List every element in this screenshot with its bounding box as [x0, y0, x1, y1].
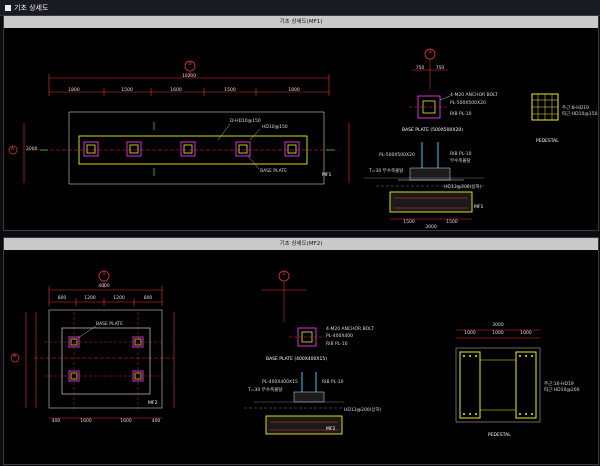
section-note: HD13@200(상하) [444, 185, 482, 190]
section-note: PL-500X500X20 [379, 153, 415, 158]
base-plate-title: BASE PLATE (400X400X15) [266, 357, 327, 362]
window-title: 기초 상세도 [14, 3, 49, 12]
plan-note: BASE PLATE [260, 169, 287, 174]
base-dim: 750 [415, 66, 425, 71]
left-dim-label: 2000 [26, 147, 38, 152]
base-note: PL-500X500X20 [450, 101, 486, 106]
section-note: RIB PL-10 [322, 380, 344, 385]
window-icon [5, 4, 11, 11]
base-note: RIB PL-10 [326, 342, 348, 347]
section-note: HD13@200(상하) [344, 408, 382, 413]
pedestal-note: 주근:16-HD19 [544, 382, 574, 387]
overall-dim-label: 4000 [98, 284, 110, 289]
base-note: 4-M20 ANCHOR BOLT [450, 93, 498, 98]
section-mark: MF2 [326, 427, 336, 432]
seg-dim-label: 1200 [113, 296, 125, 301]
base-callout: ② [427, 50, 433, 55]
seg-dim-label: 1800 [288, 88, 300, 93]
axis-callout: ② [187, 62, 193, 67]
section-dim: 1500 [403, 220, 415, 225]
pedestal-note: 띠근:HD10@150 [562, 112, 598, 117]
section-note: T=30 무수축몰탈 [248, 388, 283, 393]
pedestal-note: 띠근:HD10@200 [544, 388, 580, 393]
seg-dim-label: 1500 [121, 88, 133, 93]
section-note: RIB PL-10 [450, 152, 472, 157]
seg-dim-label: 1800 [68, 88, 80, 93]
base-note: RIB PL-10 [450, 112, 472, 117]
section-mark: MF1 [474, 205, 484, 210]
panel-mf2-header: 기초 상세도(MF2) [4, 238, 598, 250]
pedestal-dim: 1000 [492, 331, 504, 336]
pedestal-title: PEDESTAL [488, 433, 511, 438]
plan-bottom-dim: 1600 [120, 419, 132, 424]
plan-note: HD10@150 [262, 125, 288, 130]
seg-dim-label: 800 [143, 296, 153, 301]
plan-bottom-dim: 1600 [80, 419, 92, 424]
section-note: PL-400X400X15 [262, 380, 298, 385]
base-note: PL-400X400 [326, 334, 354, 339]
base-dim: 750 [435, 66, 445, 71]
pedestal-title: PEDESTAL [536, 139, 559, 144]
section-note: 무수축몰탈 [450, 159, 471, 164]
pedestal-note: 주근:8-HD19 [562, 106, 589, 111]
pad-mark: MF1 [322, 173, 332, 178]
panel-mf1: 기초 상세도(MF1) [3, 15, 599, 231]
panel-mf1-header: 기초 상세도(MF1) [4, 16, 598, 28]
row-marker: A [13, 354, 17, 359]
base-callout: ① [281, 272, 287, 277]
overall-dim-label: 10200 [181, 74, 197, 79]
section-dim: 3000 [425, 225, 437, 230]
plan-note: D-HD10@150 [230, 119, 261, 124]
pedestal-dim: 1000 [520, 331, 532, 336]
seg-dim-label: 1500 [224, 88, 236, 93]
drawing-mf1 [8, 48, 559, 220]
section-dim: 1500 [446, 220, 458, 225]
section-note: T=30 무수축몰탈 [369, 169, 404, 174]
plan-callout: ① [101, 272, 107, 277]
pad-mark: MF2 [148, 401, 158, 406]
pedestal-dim: 3000 [492, 323, 504, 328]
drawing-mf2 [10, 270, 541, 435]
title-bar: 기초 상세도 [0, 0, 600, 16]
pedestal-dim: 1000 [464, 331, 476, 336]
base-plate-title: BASE PLATE (500X500X20) [402, 128, 463, 133]
seg-dim-label: 1600 [170, 88, 182, 93]
plan-bottom-dim: 400 [151, 419, 161, 424]
seg-dim-label: 1200 [84, 296, 96, 301]
seg-dim-label: 800 [57, 296, 67, 301]
plan-bottom-dim: 400 [51, 419, 61, 424]
panel-mf2: 기초 상세도(MF2) [3, 237, 599, 465]
row-marker: A [11, 147, 15, 152]
base-note: 4-M20 ANCHOR BOLT [326, 327, 374, 332]
plan-note: BASE PLATE [96, 322, 123, 327]
